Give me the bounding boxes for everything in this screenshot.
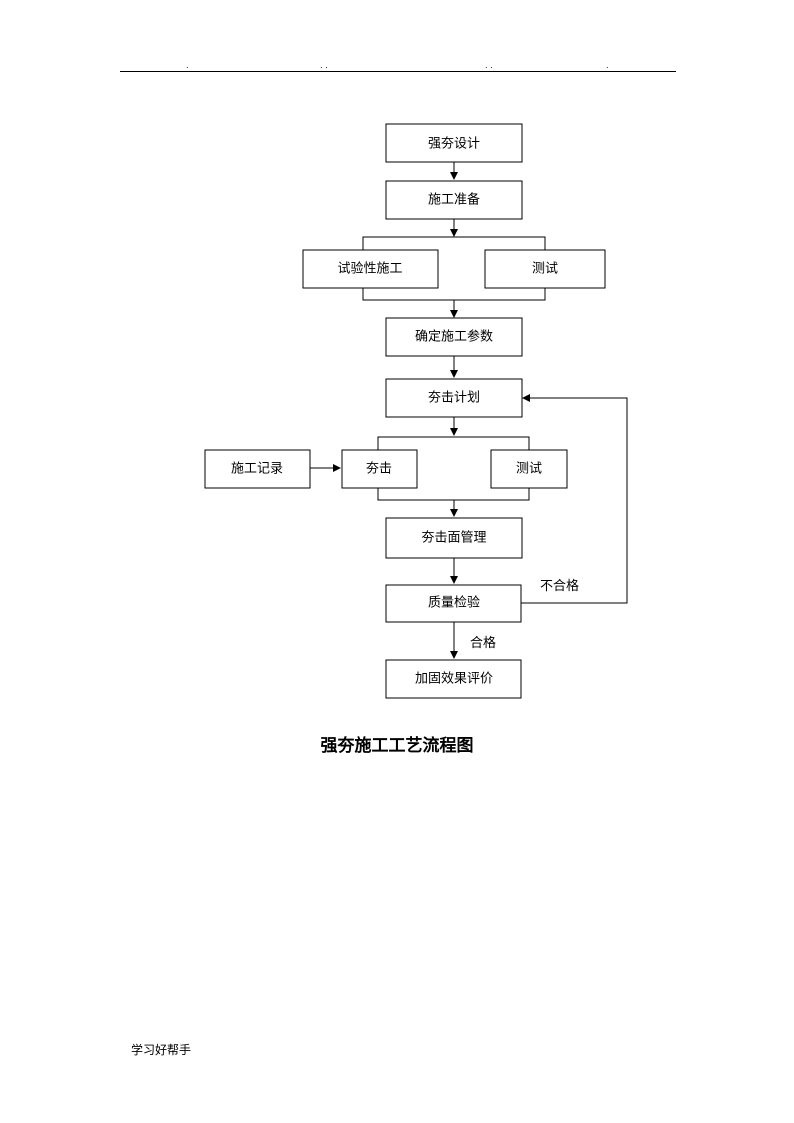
header-rule: [120, 71, 676, 72]
node-label: 质量检验: [428, 595, 480, 611]
header-mark: .: [606, 61, 609, 70]
split-bracket-top-1: [362, 236, 546, 250]
page-footer: 学习好帮手: [131, 1043, 192, 1057]
node-label: 施工准备: [428, 192, 480, 208]
node-label: 夯击面管理: [421, 531, 486, 546]
node-label: 确定施工参数: [415, 329, 493, 345]
header-mark: . .: [485, 61, 493, 70]
header-mark: .: [186, 61, 189, 70]
split-bracket-bottom-1: [362, 288, 546, 301]
node-determine-params: 确定施工参数: [385, 317, 523, 357]
node-construction-record: 施工记录: [204, 449, 311, 489]
edges: [310, 162, 628, 659]
node-surface-management: 夯击面管理: [385, 517, 523, 559]
node-construction-prep: 施工准备: [385, 180, 523, 220]
node-label: 加固效果评价: [415, 672, 493, 687]
node-ramming: 夯击: [341, 449, 418, 489]
edge-label-fail: 不合格: [540, 578, 579, 594]
edge-label-pass: 合格: [470, 635, 496, 651]
split-bracket-top-2: [377, 436, 530, 450]
header-mark: . .: [320, 61, 328, 70]
diagram-caption: 强夯施工工艺流程图: [320, 736, 474, 756]
node-trial-construction: 试验性施工: [302, 249, 439, 289]
node-label: 强夯设计: [428, 137, 480, 152]
node-label: 试验性施工: [337, 261, 402, 277]
node-label: 施工记录: [231, 462, 283, 477]
node-label: 测试: [532, 262, 558, 277]
node-ramming-design: 强夯设计: [385, 123, 523, 163]
node-label: 夯击计划: [428, 391, 480, 406]
split-bracket-bottom-2: [377, 488, 530, 501]
edge-fail-loop: [521, 394, 628, 604]
node-label: 夯击: [366, 462, 392, 477]
node-quality-inspection: 质量检验: [385, 584, 522, 623]
node-test-2: 测试: [490, 449, 568, 489]
node-ramming-plan: 夯击计划: [385, 378, 523, 418]
node-effect-evaluation: 加固效果评价: [385, 659, 522, 699]
node-test-1: 测试: [484, 249, 606, 289]
node-label: 测试: [516, 462, 542, 477]
